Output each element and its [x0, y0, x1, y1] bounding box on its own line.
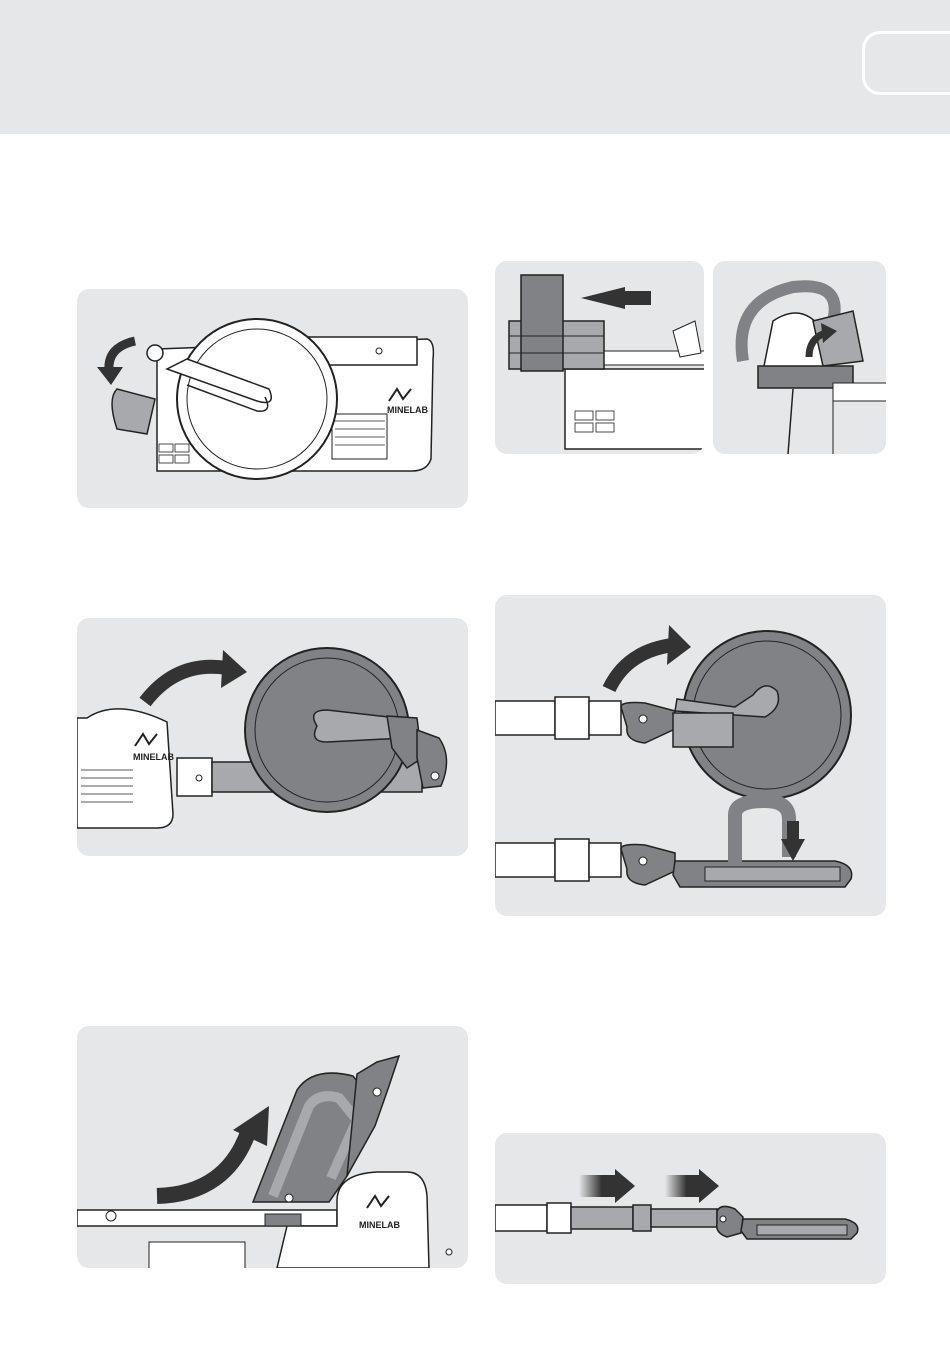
handle-raise-illustration: MINELAB — [77, 1026, 468, 1268]
header-band — [0, 0, 950, 134]
illustration-panel-step-5: MINELAB — [77, 1026, 468, 1268]
battery-slide-illustration — [495, 261, 704, 454]
svg-text:MINELAB: MINELAB — [387, 405, 428, 415]
straight-arrow-icon — [665, 1169, 719, 1203]
illustration-panel-step-6 — [495, 1133, 886, 1284]
armrest-strap-illustration — [713, 261, 886, 454]
illustration-panel-step-3: MINELAB — [77, 618, 468, 856]
illustration-panel-step-2a — [495, 261, 704, 454]
curved-arrow-icon — [609, 625, 691, 689]
coil-swing-illustration: MINELAB — [77, 618, 468, 856]
curved-arrow-icon — [145, 650, 247, 702]
coil-rotate-illustration — [495, 595, 886, 916]
folded-detector-illustration: MINELAB — [77, 289, 468, 508]
straight-arrow-icon — [579, 1169, 635, 1203]
straight-arrow-icon — [581, 287, 651, 309]
page-tab — [862, 31, 950, 95]
illustration-panel-step-1: MINELAB — [77, 289, 468, 508]
illustration-panel-step-4 — [495, 595, 886, 916]
curved-arrow-icon — [97, 341, 135, 385]
illustration-panel-step-2b — [713, 261, 886, 454]
svg-text:MINELAB: MINELAB — [133, 752, 174, 762]
shaft-extend-illustration — [495, 1133, 886, 1284]
curved-arrow-icon — [157, 1106, 269, 1196]
svg-text:MINELAB: MINELAB — [359, 1220, 400, 1230]
